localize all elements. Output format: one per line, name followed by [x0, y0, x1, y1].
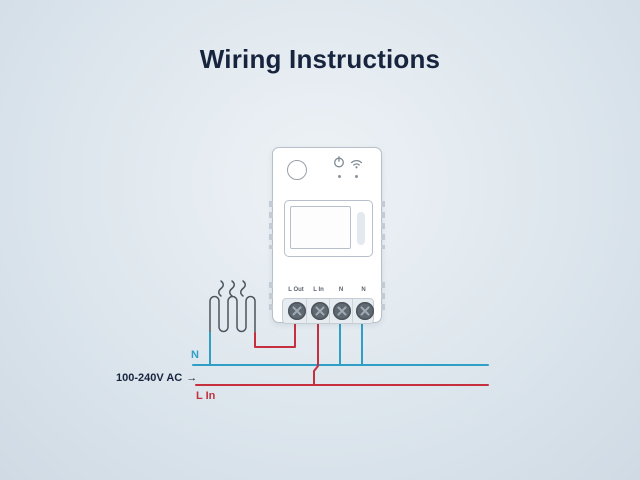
power-icon: [334, 156, 344, 168]
neutral-wire-label: N: [191, 349, 199, 361]
housing-notch: [381, 201, 385, 249]
terminal-separator: [306, 299, 307, 323]
terminal-block: [282, 298, 374, 324]
heat-waves-icon: [218, 280, 246, 297]
housing-notch: [269, 282, 273, 312]
terminal-separator: [352, 299, 353, 323]
terminal-label: N: [338, 287, 344, 293]
terminal-label: L Out: [288, 287, 304, 293]
display-panel: [290, 206, 351, 249]
device-button: [287, 160, 307, 180]
terminal-separator: [329, 299, 330, 323]
indicator-dot: [354, 175, 358, 178]
terminal-screw: [333, 302, 351, 320]
supply-voltage-text: 100-240V AC: [116, 372, 183, 384]
smart-switch-device: L Out L In N N: [269, 147, 385, 324]
terminal-screw: [310, 302, 329, 320]
terminal-label: N: [361, 287, 366, 293]
device-display: [284, 200, 373, 257]
indicator-dot: [337, 175, 341, 178]
housing-notch: [269, 201, 273, 249]
live-load-wire: [254, 317, 296, 348]
housing-notch: [381, 282, 385, 312]
wifi-icon: [350, 160, 363, 169]
terminal-screw: [288, 302, 306, 320]
terminal-label: L In: [313, 287, 324, 293]
display-side-strip: [357, 212, 365, 245]
heating-element-icon: [209, 295, 256, 335]
live-input-wire: [313, 317, 319, 386]
live-wire-label: L In: [196, 390, 216, 402]
page-title: Wiring Instructions: [199, 44, 441, 74]
right-arrow-icon: →: [186, 372, 198, 384]
terminal-screw: [355, 302, 374, 320]
supply-voltage-label: 100-240V AC →: [116, 372, 197, 384]
